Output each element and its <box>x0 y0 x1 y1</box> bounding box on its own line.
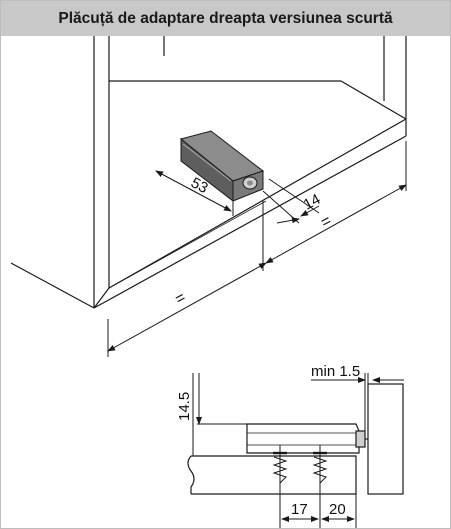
label-min-gap: min 1.5 <box>311 363 360 380</box>
section-dimensions <box>191 373 404 528</box>
latch-plunger-tip <box>247 180 253 186</box>
shelf-right-edge <box>340 80 407 120</box>
bottom-left-edge <box>10 262 95 309</box>
dim-equal-left-line <box>107 262 267 352</box>
title-bar: Plăcuță de adaptare dreapta versiunea sc… <box>1 1 450 36</box>
screw-1 <box>272 445 288 494</box>
label-equal-left: = <box>172 289 188 308</box>
label-dim-53: 53 <box>188 174 211 197</box>
page-title: Plăcuță de adaptare dreapta versiunea sc… <box>58 10 393 27</box>
carcass-break-line <box>187 455 195 494</box>
door-panel <box>367 383 404 495</box>
label-dim-20: 20 <box>329 501 346 518</box>
section-labels: min 1.5 14.5 17 20 <box>176 363 360 518</box>
top-view-labels: 53 14 = = <box>172 174 334 308</box>
cabinet-isometric-view <box>10 36 407 309</box>
plunger-tip <box>355 430 366 448</box>
label-dim-17: 17 <box>291 501 308 518</box>
top-view-dimensions <box>107 141 407 357</box>
dim-53-line <box>155 170 232 212</box>
label-equal-right: = <box>318 212 334 231</box>
bottom-corner-edge <box>93 287 110 309</box>
guide-line <box>108 200 267 289</box>
carcass-panel <box>191 455 357 495</box>
technical-drawing: 53 14 = = <box>10 36 407 528</box>
label-dim-14: 14 <box>301 191 324 214</box>
dim-equal-right-line <box>265 184 407 264</box>
mounting-plate <box>246 423 360 454</box>
section-view <box>187 383 404 495</box>
screw-2 <box>312 445 328 494</box>
shelf-front-top-edge <box>108 118 407 289</box>
label-dim-14-5: 14.5 <box>176 392 193 421</box>
